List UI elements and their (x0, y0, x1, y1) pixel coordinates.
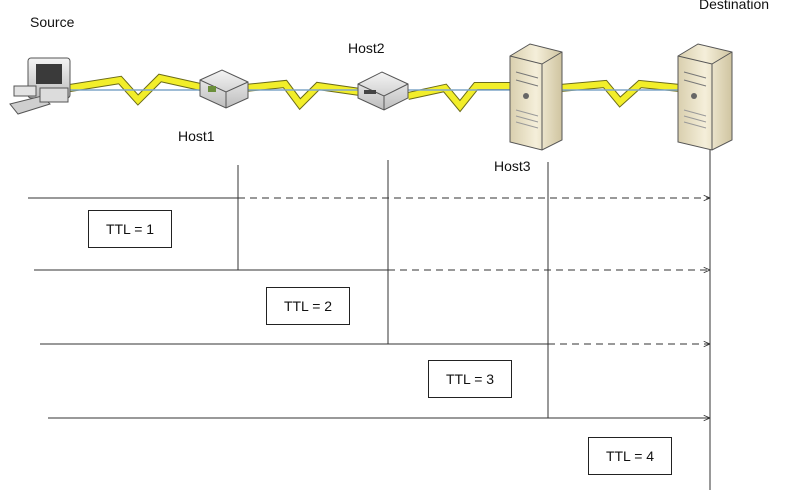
host2-label: Host2 (348, 40, 385, 56)
hop-lines (237, 150, 711, 490)
host3-label: Host3 (494, 158, 531, 174)
server-icon (509, 43, 563, 151)
ttl-3-box: TTL = 3 (428, 360, 512, 398)
host1-label: Host1 (178, 128, 215, 144)
ttl-2-box: TTL = 2 (266, 287, 350, 325)
ttl-4-box: TTL = 4 (588, 437, 672, 475)
switch-icon (357, 71, 409, 111)
ttl-1-box: TTL = 1 (88, 210, 172, 248)
server-icon (677, 43, 733, 151)
desktop-computer-icon (9, 57, 71, 115)
source-label: Source (30, 14, 75, 30)
destination-label: Destination (699, 0, 770, 12)
router-icon (199, 69, 249, 109)
